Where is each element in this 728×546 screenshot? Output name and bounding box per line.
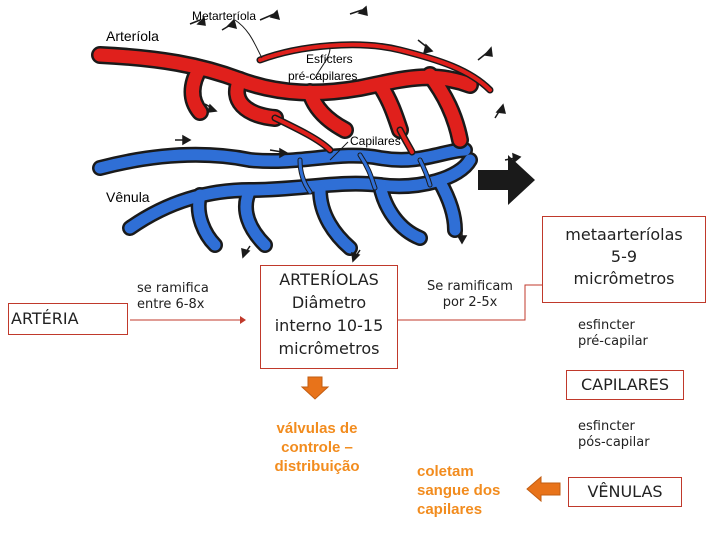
capilares-title: CAPILARES — [580, 375, 670, 394]
metaarteriolas-line-2: 5-9 — [610, 247, 638, 266]
esfincter-pre-line-1: esfincter — [578, 318, 635, 333]
metaarteriolas-line-3: micrômetros — [573, 269, 675, 288]
metaarteriolas-box: metaarteríolas 5-9 micrômetros — [542, 216, 706, 303]
arteriolas-line-3: interno 10-15 — [274, 316, 384, 335]
metarteriola-label: Metarteríola — [192, 9, 257, 23]
left-arrow-orange — [526, 475, 561, 503]
esfincter-pos-line-1: esfincter — [578, 419, 635, 434]
coletam-line-1: coletam — [417, 463, 474, 480]
vein-network — [92, 142, 478, 256]
venula-label: Vênula — [106, 189, 150, 205]
coletam-note: coletam sangue dos capilares — [417, 462, 500, 519]
down-arrow-orange — [300, 376, 330, 400]
venulas-title: VÊNULAS — [587, 482, 663, 501]
capilares-box: CAPILARES — [566, 370, 684, 400]
coletam-line-2: sangue dos — [417, 482, 501, 499]
capilares-label: Capilares — [350, 134, 401, 148]
venulas-box: VÊNULAS — [568, 477, 682, 507]
arteriola-label: Arteríola — [106, 28, 159, 44]
arteria-box: ARTÉRIA — [8, 303, 128, 335]
coletam-line-3: capilares — [417, 501, 483, 518]
valvulas-line-2: controle – — [281, 439, 353, 456]
pointer-lines — [234, 19, 349, 161]
pre-capilares-label: pré-capilares — [288, 69, 358, 83]
artery-network — [91, 41, 494, 156]
arteriolas-line-4: micrômetros — [278, 339, 380, 358]
ramificam-line-1: Se ramificam — [427, 279, 513, 294]
valvulas-line-1: válvulas de — [276, 420, 358, 437]
se-ramificam-note: Se ramificam por 2-5x — [414, 279, 526, 311]
esficteres-label: Esfícters — [306, 52, 353, 66]
arteria-label: ARTÉRIA — [11, 309, 79, 328]
esfincter-pos-note: esfincter pós-capilar — [578, 419, 650, 451]
arteriolas-title: ARTERÍOLAS — [279, 270, 379, 289]
ramifica-line-1: se ramifica — [137, 281, 209, 296]
metaarteriolas-title: metaarteríolas — [565, 225, 683, 244]
se-ramifica-note: se ramifica entre 6-8x — [137, 281, 209, 313]
arteriolas-line-2: Diâmetro — [291, 293, 367, 312]
esfincter-pre-line-2: pré-capilar — [578, 334, 648, 349]
ramificam-line-2: por 2-5x — [442, 295, 498, 310]
valvulas-note: válvulas de controle – distribuição — [263, 419, 371, 476]
esfincter-pre-note: esfincter pré-capilar — [578, 318, 648, 350]
flow-arrows — [175, 5, 522, 263]
ramifica-line-2: entre 6-8x — [137, 297, 205, 312]
arteriolas-box: ARTERÍOLAS Diâmetro interno 10-15 micrôm… — [260, 265, 398, 369]
esfincter-pos-line-2: pós-capilar — [578, 435, 650, 450]
flow-arrow-large — [478, 155, 535, 205]
valvulas-line-3: distribuição — [274, 458, 360, 475]
